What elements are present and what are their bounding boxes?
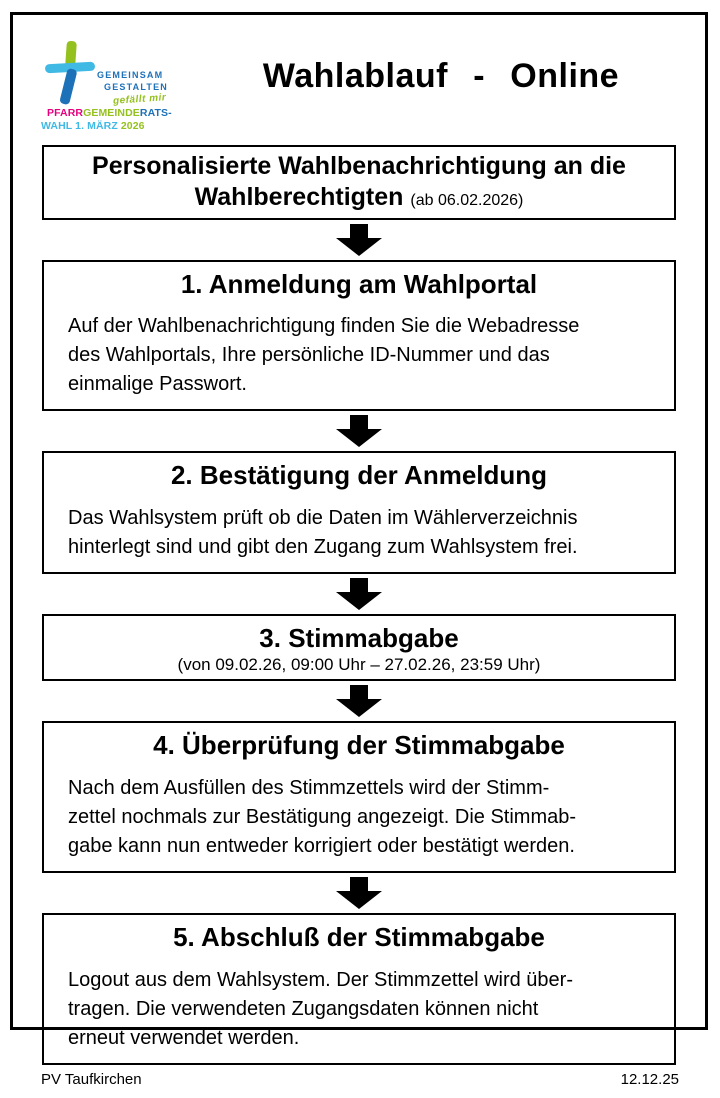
down-arrow-icon <box>336 877 382 910</box>
footer-organization: PV Taufkirchen <box>41 1070 142 1088</box>
step-box-5-abschluss: 5. Abschluß der Stimmabgabe Logout aus d… <box>42 913 676 1065</box>
flow-arrow-row <box>42 873 676 913</box>
step-box-4-ueberpruefung: 4. Überprüfung der Stimmabgabe Nach dem … <box>42 721 676 874</box>
footer-date: 12.12.25 <box>620 1070 679 1088</box>
step-box-3-stimmabgabe: 3. Stimmabgabe (von 09.02.26, 09:00 Uhr … <box>42 614 676 682</box>
campaign-part-wahl: WAHL 1. MÄRZ <box>41 119 121 132</box>
logo-tagline-line1: GEMEINSAM <box>97 70 164 80</box>
step-box-notification: Personalisierte Wahlbenachrichtigung an … <box>42 145 676 220</box>
step-box-2-bestaetigung: 2. Bestätigung der Anmeldung Das Wahlsys… <box>42 451 676 575</box>
notification-title: Personalisierte Wahlbenachrichtigung an … <box>56 151 662 214</box>
step-1-body: Auf der Wahlbenachrichtigung finden Sie … <box>68 315 580 396</box>
page-title: Wahlablauf - Online <box>262 57 620 95</box>
step-5-heading: 5. Abschluß der Stimmabgabe <box>173 922 545 953</box>
flow-arrow-row <box>42 220 676 260</box>
campaign-wordmark: PFARRGEMEINDERATS- WAHL 1. MÄRZ 2026 <box>41 107 172 132</box>
cross-brush-icon <box>45 40 95 105</box>
step-1-heading: 1. Anmeldung am Wahlportal <box>180 268 538 299</box>
flow-arrow-row <box>42 574 676 614</box>
step-5-body: Logout aus dem Wahlsystem. Der Stimmzett… <box>68 968 573 1049</box>
flow-arrow-row <box>42 411 676 451</box>
step-3-timeframe: (von 09.02.26, 09:00 Uhr – 27.02.26, 23:… <box>177 655 541 675</box>
campaign-part-rats: RATS- <box>139 107 172 119</box>
campaign-logo: GEMEINSAM GESTALTEN gefällt mir PFARRGEM… <box>39 40 197 141</box>
step-3-heading: 3. Stimmabgabe <box>259 623 459 654</box>
down-arrow-icon <box>336 578 382 611</box>
step-2-body: Das Wahlsystem prüft ob die Daten im Wäh… <box>68 507 578 559</box>
notification-title-text: Personalisierte Wahlbenachrichtigung an … <box>92 152 626 212</box>
step-4-body: Nach dem Ausfüllen des Stimmzettels wird… <box>68 777 577 858</box>
notification-date-note: (ab 06.02.2026) <box>410 192 524 210</box>
campaign-part-year: 2026 <box>120 119 145 132</box>
campaign-part-pfarr: PFARR <box>47 107 84 119</box>
step-box-1-anmeldung: 1. Anmeldung am Wahlportal Auf der Wahlb… <box>42 259 676 412</box>
logo-tagline: GEMEINSAM GESTALTEN gefällt mir <box>97 69 168 107</box>
logo-tagline-line2: GESTALTEN <box>104 82 168 93</box>
down-arrow-icon <box>336 415 382 448</box>
campaign-part-gemeinde: GEMEINDE <box>83 107 140 119</box>
down-arrow-icon <box>336 223 382 256</box>
step-4-heading: 4. Überprüfung der Stimmabgabe <box>153 730 565 761</box>
flowchart: Personalisierte Wahlbenachrichtigung an … <box>13 145 705 1065</box>
page-frame: GEMEINSAM GESTALTEN gefällt mir PFARRGEM… <box>10 12 708 1088</box>
page-footer: PV Taufkirchen 12.12.25 <box>13 1065 705 1098</box>
flow-arrow-row <box>42 681 676 721</box>
step-2-heading: 2. Bestätigung der Anmeldung <box>170 460 548 491</box>
down-arrow-icon <box>336 685 382 718</box>
header: GEMEINSAM GESTALTEN gefällt mir PFARRGEM… <box>13 15 705 145</box>
